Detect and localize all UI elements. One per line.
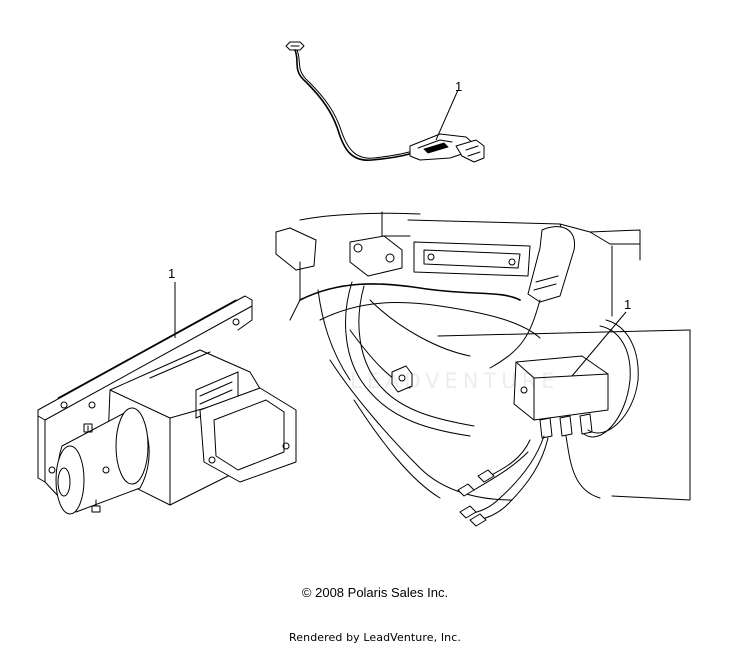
callout-relay: 1 <box>624 297 632 312</box>
callout-switch: 1 <box>455 79 463 94</box>
leader-line-switch <box>435 89 459 141</box>
copyright-notice: © 2008 Polaris Sales Inc. <box>301 585 449 600</box>
watermark: LEADVENTURE <box>350 369 560 393</box>
leader-line-relay <box>571 311 627 377</box>
vehicle-installation-view <box>275 211 691 527</box>
winch-motor-assembly <box>37 295 297 515</box>
winch-switch-assembly <box>285 41 485 163</box>
rendered-by-credit: Rendered by LeadVenture, Inc. <box>289 631 461 644</box>
callout-winch: 1 <box>168 266 176 281</box>
